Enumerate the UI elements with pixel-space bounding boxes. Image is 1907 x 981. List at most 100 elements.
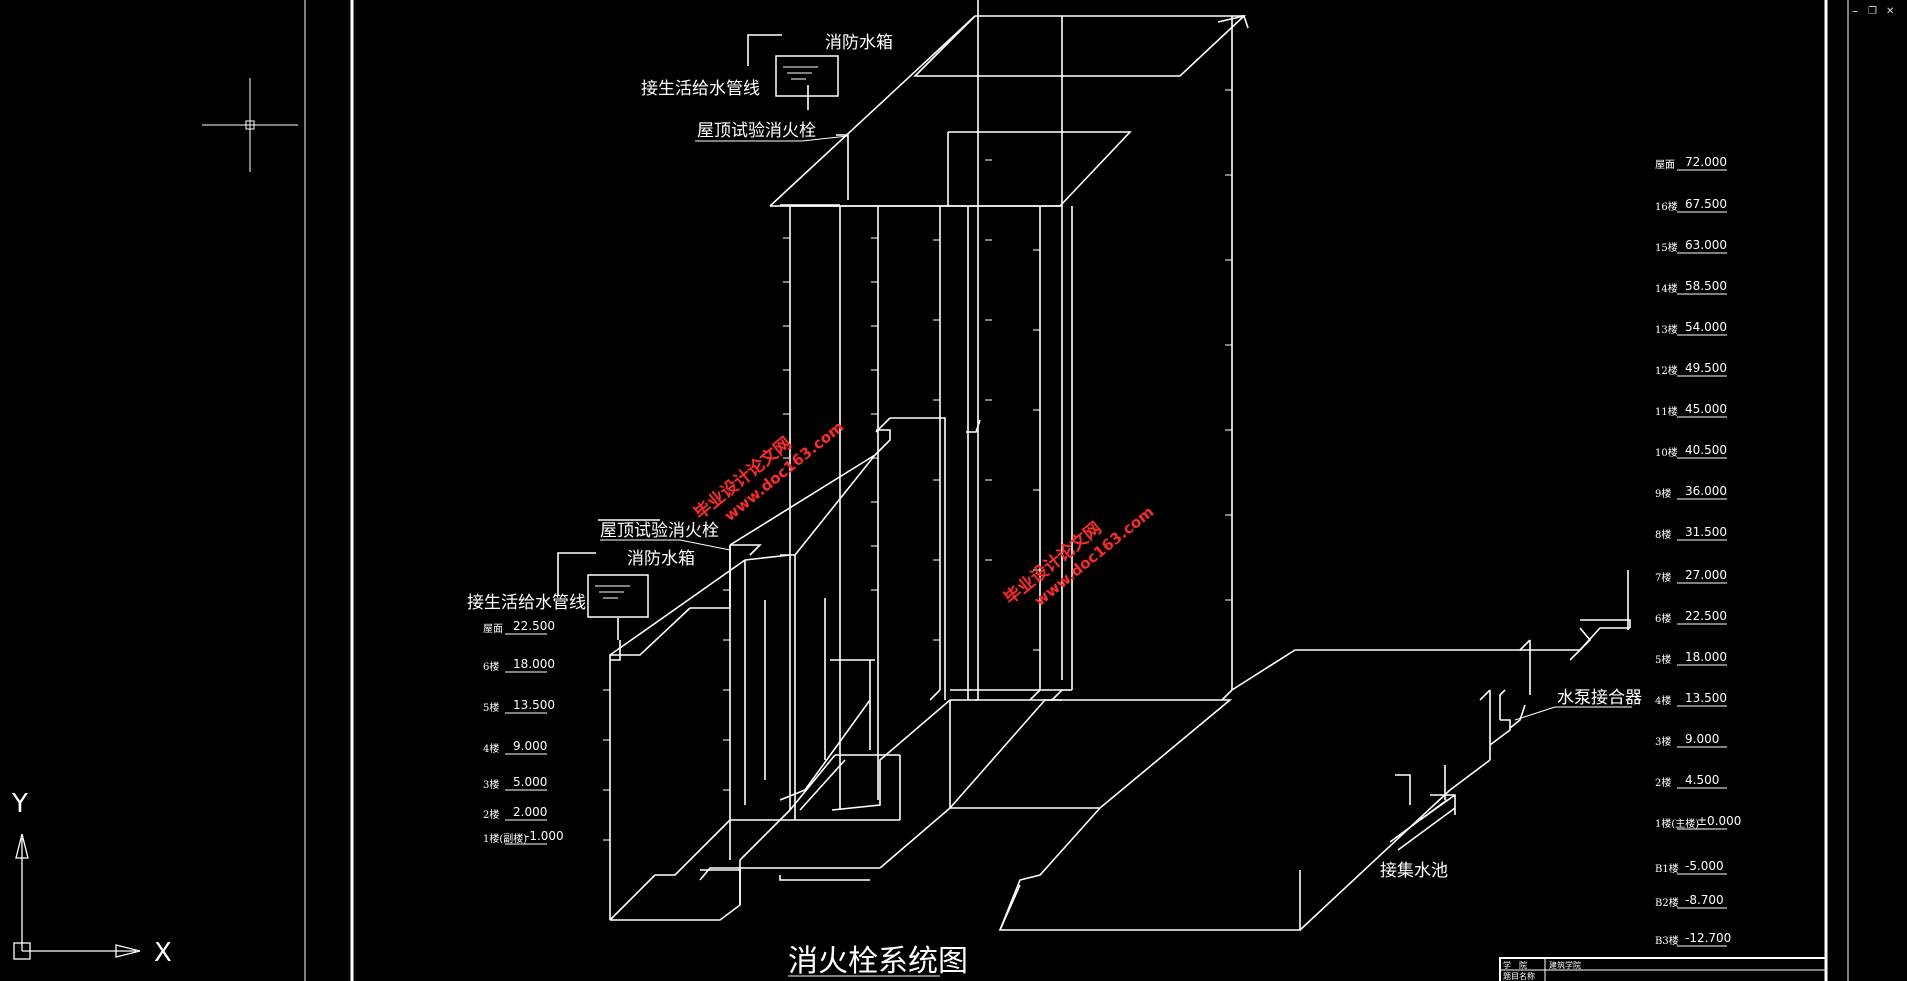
right-level-floor: B1楼 xyxy=(1655,862,1679,875)
right-level-floor: 6楼 xyxy=(1655,612,1671,625)
title-block-school-label: 学 院 xyxy=(1503,960,1527,970)
right-level-floor: 13楼 xyxy=(1655,323,1678,336)
left-level-elevation: 9.000 xyxy=(513,739,547,753)
right-level-floor: 屋面 xyxy=(1655,159,1675,171)
callout-leaders xyxy=(600,135,1632,721)
left-level-floor: 5楼 xyxy=(483,701,499,714)
ucs-x-label: X xyxy=(154,938,172,968)
right-level-elevation: -12.700 xyxy=(1685,931,1731,945)
right-level-elevation: 54.000 xyxy=(1685,320,1727,334)
left-level-elevation: 18.000 xyxy=(513,657,555,671)
right-level-elevation: 27.000 xyxy=(1685,568,1727,582)
right-level: 2楼 4.500 xyxy=(1655,773,1727,789)
right-level: B2楼-8.700 xyxy=(1655,893,1727,909)
right-level: 15楼 63.000 xyxy=(1655,238,1727,254)
right-level: 5楼 18.000 xyxy=(1655,650,1727,666)
left-level-floor: 屋面 xyxy=(483,623,503,635)
right-level-elevation: -5.000 xyxy=(1685,859,1724,873)
right-level-floor: 3楼 xyxy=(1655,735,1671,748)
label-low-domestic-supply: 接生活给水管线 xyxy=(467,593,586,613)
right-level: 1楼(主楼)±0.000 xyxy=(1655,814,1741,830)
left-level-elevation: 13.500 xyxy=(513,698,555,712)
right-level-elevation: 67.500 xyxy=(1685,197,1727,211)
left-level: 屋面 22.500 xyxy=(483,619,555,635)
minimize-button[interactable]: – xyxy=(1852,4,1858,18)
right-level-elevation: 13.500 xyxy=(1685,691,1727,705)
right-level-floor: 4楼 xyxy=(1655,694,1671,707)
right-level-elevation: 9.000 xyxy=(1685,732,1719,746)
right-level: B1楼 -5.000 xyxy=(1655,859,1727,875)
right-level-elevation: 22.500 xyxy=(1685,609,1727,623)
valve-markers xyxy=(603,89,1232,841)
label-low-roof-test-hydrant: 屋顶试验消火栓 xyxy=(600,521,719,541)
right-level-floor: 11楼 xyxy=(1655,405,1678,418)
title-block-school: 建筑学院 xyxy=(1549,960,1581,970)
left-level-floor: 6楼 xyxy=(483,660,499,673)
right-level: 14楼 58.500 xyxy=(1655,279,1727,295)
label-top-domestic-supply: 接生活给水管线 xyxy=(641,79,760,99)
fire-water-tank-lower xyxy=(587,574,649,618)
right-level-elevation: ±0.000 xyxy=(1697,814,1741,828)
right-level-elevation: 4.500 xyxy=(1685,773,1719,787)
right-level-elevation: 49.500 xyxy=(1685,361,1727,375)
title-block-project-label: 题目名称 xyxy=(1503,971,1535,981)
right-level-elevation: 63.000 xyxy=(1685,238,1727,252)
right-level-floor: 2楼 xyxy=(1655,776,1671,789)
right-level: 9楼 36.000 xyxy=(1655,484,1727,500)
title-block xyxy=(1499,957,1827,981)
left-level-elevation: 2.000 xyxy=(513,805,547,819)
right-level-floor: 12楼 xyxy=(1655,364,1678,377)
right-level: 12楼 49.500 xyxy=(1655,361,1727,377)
label-pump-adapter: 水泵接合器 xyxy=(1557,688,1642,708)
right-level: 4楼 13.500 xyxy=(1655,691,1727,707)
left-level-floor: 4楼 xyxy=(483,742,499,755)
label-low-fire-tank: 消防水箱 xyxy=(627,549,695,569)
right-level-floor: 1楼(主楼) xyxy=(1655,817,1699,830)
ucs-y-label: Y xyxy=(11,789,28,819)
left-level: 6楼 18.000 xyxy=(483,657,555,673)
right-level: 11楼 45.000 xyxy=(1655,402,1727,418)
label-top-roof-test-hydrant: 屋顶试验消火栓 xyxy=(697,121,816,141)
left-level: 1楼(副楼)-1.000 xyxy=(483,829,564,845)
right-level-elevation: 40.500 xyxy=(1685,443,1727,457)
left-level: 3楼 5.000 xyxy=(483,775,547,791)
right-level: 屋面 72.000 xyxy=(1655,155,1727,171)
right-level-floor: B2楼 xyxy=(1655,896,1679,909)
right-level: 13楼 54.000 xyxy=(1655,320,1727,336)
right-level-elevation: 18.000 xyxy=(1685,650,1727,664)
watermark-2: 毕业设计论文网 www.doc163.com xyxy=(1000,503,1157,610)
left-level-elevation: 5.000 xyxy=(513,775,547,789)
right-level: 3楼 9.000 xyxy=(1655,732,1727,748)
right-level-floor: 14楼 xyxy=(1655,282,1678,295)
right-level: 10楼 40.500 xyxy=(1655,443,1727,459)
right-level-elevation: 58.500 xyxy=(1685,279,1727,293)
right-level-elevation: 72.000 xyxy=(1685,155,1727,169)
left-level-floor: 1楼(副楼) xyxy=(483,832,527,845)
right-level: B3楼-12.700 xyxy=(1655,931,1731,947)
right-level-floor: 5楼 xyxy=(1655,653,1671,666)
right-level-floor: 15楼 xyxy=(1655,241,1678,254)
left-level-floor: 3楼 xyxy=(483,778,499,791)
left-level: 4楼 9.000 xyxy=(483,739,547,755)
right-level-elevation: 45.000 xyxy=(1685,402,1727,416)
label-collect-pool: 接集水池 xyxy=(1380,861,1448,881)
pipe-network xyxy=(557,0,1631,931)
left-level: 5楼 13.500 xyxy=(483,698,555,714)
right-level-floor: 9楼 xyxy=(1655,487,1671,500)
right-level-floor: 10楼 xyxy=(1655,446,1678,459)
close-button[interactable]: ✕ xyxy=(1886,6,1894,17)
drawing-frame xyxy=(304,0,1849,981)
right-level-floor: 8楼 xyxy=(1655,528,1671,541)
left-level-elevation: 22.500 xyxy=(513,619,555,633)
ucs-axis-icon xyxy=(13,833,141,960)
restore-button[interactable]: ❐ xyxy=(1868,6,1877,17)
left-level-elevation: -1.000 xyxy=(525,829,564,843)
right-level: 6楼 22.500 xyxy=(1655,609,1727,625)
right-level-elevation: 36.000 xyxy=(1685,484,1727,498)
left-level-floor: 2楼 xyxy=(483,808,499,821)
